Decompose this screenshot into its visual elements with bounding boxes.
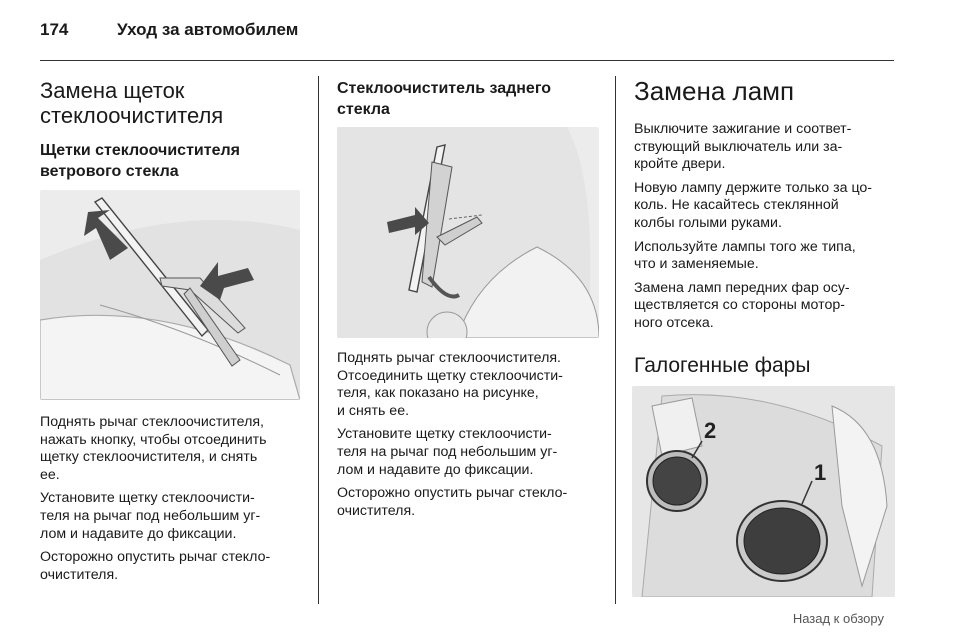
- front-wiper-illustration: [40, 197, 300, 400]
- section-title: Уход за автомобилем: [117, 20, 299, 39]
- paragraph: Поднять рычаг стеклоочистителя,нажать кн…: [40, 414, 267, 483]
- rear-wiper-illustration: [337, 127, 599, 338]
- column-divider: [615, 76, 616, 604]
- column-divider: [318, 76, 319, 604]
- paragraph: Новую лампу держите только за цо-коль. Н…: [634, 179, 873, 231]
- heading-wiper-replacement: Замена щеток стеклоочистителя: [40, 78, 224, 128]
- paragraph: Замена ламп передних фар осу-ществляется…: [634, 279, 850, 331]
- paragraph: Осторожно опустить рычаг стекло-очистите…: [40, 549, 271, 583]
- subheading-front-wiper: Щетки стеклоочистителя ветрового стекла: [40, 142, 240, 180]
- rear-wiper-text: Поднять рычаг стеклоочистителя.Отсоедини…: [337, 350, 599, 520]
- figure-front-wiper: [40, 190, 300, 400]
- running-header: 174 Уход за автомобилем: [40, 20, 298, 44]
- heading-lamp-replacement: Замена ламп: [634, 76, 795, 106]
- figure-rear-wiper: [337, 127, 599, 338]
- page-number: 174: [40, 20, 69, 39]
- paragraph: Установите щетку стеклоочисти-теля на ры…: [337, 426, 558, 478]
- header-rule: [40, 60, 894, 61]
- callout-1: 1: [814, 460, 826, 485]
- paragraph: Поднять рычаг стеклоочистителя.Отсоедини…: [337, 350, 563, 419]
- paragraph: Используйте лампы того же типа,что и зам…: [634, 238, 856, 273]
- heading-halogen-headlights: Галогенные фары: [634, 354, 811, 377]
- callout-2: 2: [704, 418, 716, 443]
- subheading-rear-wiper: Стеклоочиститель заднего стекла: [337, 80, 552, 118]
- paragraph: Выключите зажигание и соответ-ствующий в…: [634, 121, 852, 173]
- paragraph: Установите щетку стеклоочисти-теля на ры…: [40, 490, 261, 542]
- figure-halogen-headlight: 2 1: [632, 386, 895, 597]
- back-to-overview-link[interactable]: Назад к обзору: [792, 611, 884, 626]
- paragraph: Осторожно опустить рычаг стекло-очистите…: [337, 485, 568, 519]
- headlight-illustration: 2 1: [632, 386, 895, 597]
- lamp-text: Выключите зажигание и соответ-ствующий в…: [634, 121, 896, 333]
- front-wiper-text: Поднять рычаг стеклоочистителя,нажать кн…: [40, 414, 302, 584]
